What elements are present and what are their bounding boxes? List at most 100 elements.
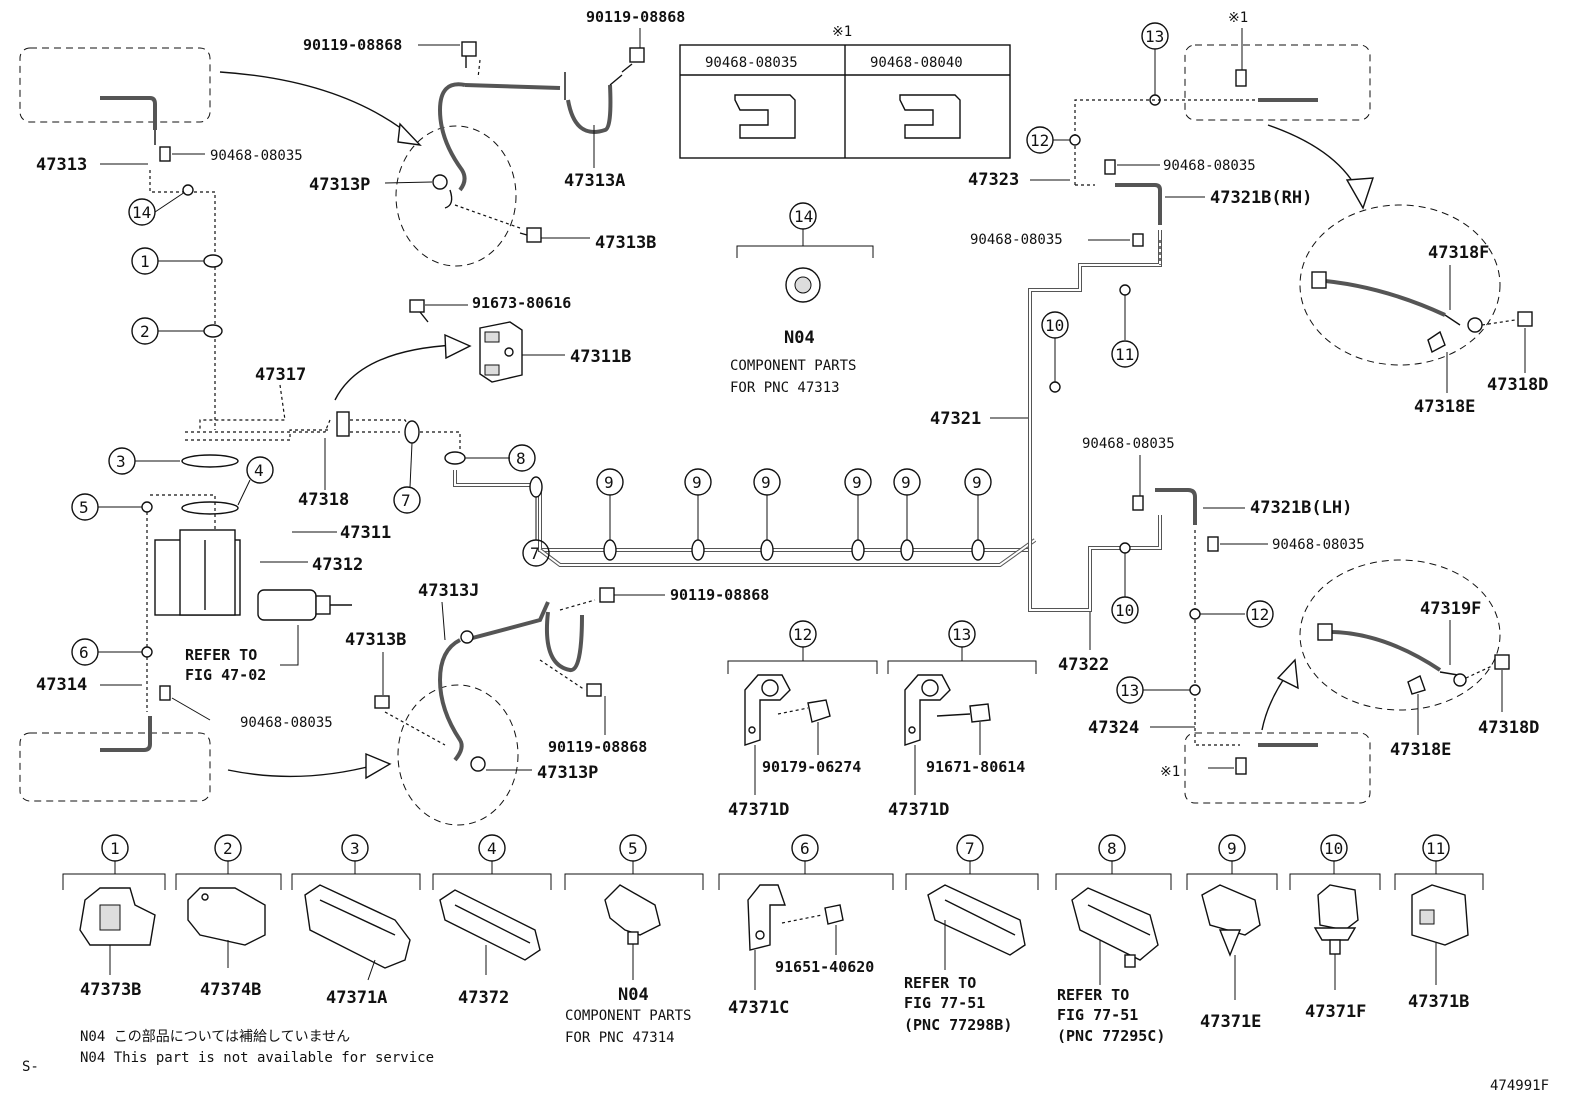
part-47371E: 47371E <box>1200 1012 1261 1032</box>
svg-text:9: 9 <box>901 473 911 492</box>
label-47312: 47312 <box>312 555 363 575</box>
label-47318E-top: 47318E <box>1414 397 1475 417</box>
label-90179-06274: 90179-06274 <box>762 758 861 776</box>
callout-9-d: 9 <box>844 468 872 561</box>
bolt-icon <box>824 904 844 925</box>
refer-fig-a: REFER TO <box>185 646 257 664</box>
clamp-47371F-icon <box>1317 884 1359 931</box>
n04-sub2-bottom: FOR PNC 47314 <box>565 1030 675 1046</box>
table-marker: ※1 <box>832 24 852 40</box>
refer-fig-b: FIG 47-02 <box>185 666 266 684</box>
hose-47321B-LH <box>1155 488 1197 525</box>
bolt-icon <box>599 587 615 603</box>
refer-7-line1: REFER TO <box>904 974 976 992</box>
svg-text:9: 9 <box>1227 839 1237 858</box>
callout-11: 11 <box>1111 284 1139 368</box>
callout-12-top-right: 12 <box>1026 126 1081 154</box>
master-cylinder-area: 47317 3 4 5 47318 47311 47312 RE <box>71 365 461 684</box>
n04-sub1-bottom: COMPONENT PARTS <box>565 1008 691 1024</box>
bolt-icon <box>519 227 542 243</box>
label-47318E-bottom: 47318E <box>1390 740 1451 760</box>
label-47313J: 47313J <box>418 581 479 601</box>
bolt-icon <box>969 703 991 723</box>
label-90468-r1: 90468-08035 <box>1163 158 1256 174</box>
n04-grommet-group: 14 N04 COMPONENT PARTS FOR PNC 47313 <box>730 202 874 396</box>
callout-10-top: 10 <box>1041 311 1069 393</box>
svg-text:9: 9 <box>972 473 982 492</box>
label-47314: 47314 <box>36 675 87 695</box>
callout-2-left: 2 <box>131 317 223 345</box>
part-47374B: 47374B <box>200 980 261 1000</box>
label-47322: 47322 <box>1058 655 1109 675</box>
label-90468-08035-tl: 90468-08035 <box>210 148 303 164</box>
callout-9-a: 9 <box>596 468 624 561</box>
svg-text:1: 1 <box>140 252 150 271</box>
bottom-item-4: 4 47372 <box>432 834 552 1008</box>
bolt-icon <box>1517 311 1533 327</box>
label-90119-top-left: 90119-08868 <box>303 36 402 54</box>
clamp-77295C-icon <box>1071 887 1159 961</box>
valve-icon <box>257 589 317 621</box>
label-47313B-bottom: 47313B <box>345 630 406 650</box>
label-47313A: 47313A <box>564 171 625 191</box>
front-left-wheel-box <box>19 47 211 145</box>
label-47311B: 47311B <box>570 347 631 367</box>
bottom-item-8: 8 REFER TO FIG 77-51 (PNC 77295C) <box>1055 834 1172 1045</box>
svg-text:6: 6 <box>79 643 89 662</box>
refer-8-line3: (PNC 77295C) <box>1057 1027 1165 1045</box>
bottom-item-7: 7 REFER TO FIG 77-51 (PNC 77298B) <box>904 834 1039 1034</box>
svg-text:7: 7 <box>965 839 975 858</box>
n04-line2-top: FOR PNC 47313 <box>730 380 840 396</box>
callout-13-bottom: 13 <box>1116 676 1201 704</box>
bolt-icon <box>461 41 477 68</box>
rear-left-lower-box: ※1 <box>1160 732 1371 804</box>
bolt-icon <box>409 299 429 323</box>
clip-47313-group: 47313 90468-08035 <box>36 146 303 175</box>
bolt-icon <box>807 699 831 723</box>
left-brake-tube <box>149 170 216 430</box>
svg-text:5: 5 <box>79 498 89 517</box>
label-47318D-top: 47318D <box>1487 375 1548 395</box>
bottom-item-10: 10 47371F <box>1289 834 1381 1022</box>
svg-text:3: 3 <box>116 452 126 471</box>
clip-icon <box>1235 69 1247 87</box>
label-47313P-top: 47313P <box>309 175 370 195</box>
label-47321B-RH: 47321B(RH) <box>1210 188 1312 208</box>
callout-12-bottom: 12 <box>1189 600 1274 628</box>
bracket-47311B <box>479 321 523 383</box>
svg-text:10: 10 <box>1045 316 1064 335</box>
label-47313: 47313 <box>36 155 87 175</box>
part-47371C: 47371C <box>728 998 789 1018</box>
label-90468-r4: 90468-08035 <box>1272 537 1365 553</box>
marker-top: ※1 <box>1228 10 1248 26</box>
label-47371D-b: 47371D <box>888 800 949 820</box>
clamp-13-group: 13 91671-80614 47371D <box>887 620 1037 820</box>
svg-text:12: 12 <box>1030 131 1049 150</box>
svg-text:4: 4 <box>487 839 497 858</box>
svg-text:14: 14 <box>132 203 151 222</box>
callout-8: 8 <box>444 444 536 472</box>
label-90468-08035-bl: 90468-08035 <box>240 715 333 731</box>
bottom-item-3: 3 47371A <box>291 834 421 1008</box>
clip-icon <box>159 146 171 162</box>
label-90119-low: 90119-08868 <box>548 738 647 756</box>
svg-text:2: 2 <box>140 322 150 341</box>
svg-text:9: 9 <box>692 473 702 492</box>
svg-text:8: 8 <box>1107 839 1117 858</box>
svg-text:11: 11 <box>1115 345 1134 364</box>
arrow-to-47311B <box>334 344 456 401</box>
callout-7-lower: 7 <box>522 476 550 567</box>
part-47371F: 47371F <box>1305 1002 1366 1022</box>
svg-text:2: 2 <box>223 839 233 858</box>
svg-text:11: 11 <box>1426 839 1445 858</box>
clip-icon <box>1132 495 1144 511</box>
clamp-47371A-icon <box>304 884 411 969</box>
clip-icon <box>1235 757 1247 775</box>
bolt-icon <box>586 683 602 697</box>
part-N04-bottom: N04 <box>618 985 649 1005</box>
svg-text:12: 12 <box>793 625 812 644</box>
bottom-item-5: 5 N04 COMPONENT PARTS FOR PNC 47314 <box>564 834 704 1046</box>
bottom-item-1: 1 47373B <box>62 834 166 1000</box>
refer-7-line2: FIG 77-51 <box>904 994 985 1012</box>
svg-text:13: 13 <box>1145 27 1164 46</box>
